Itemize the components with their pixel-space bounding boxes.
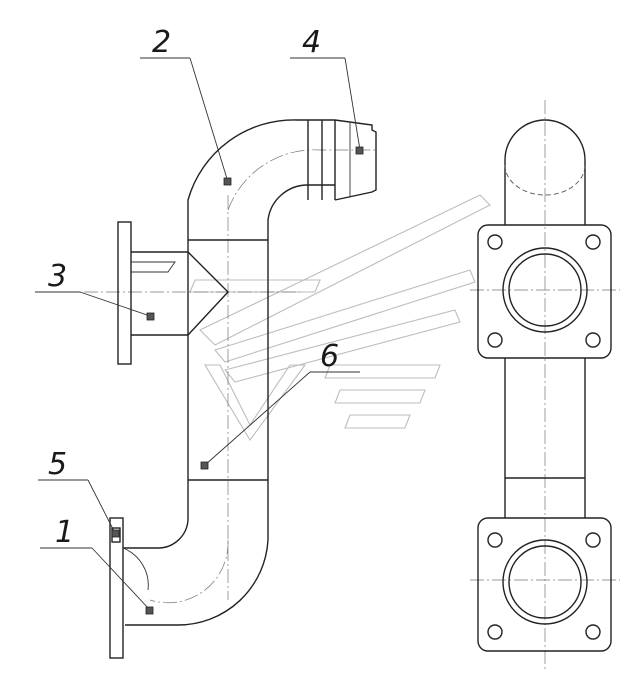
callout-2: 2 <box>152 25 171 60</box>
leader-lines <box>35 57 361 611</box>
pipe-assembly-side-view <box>477 119 612 652</box>
watermark <box>189 194 491 441</box>
centerlines <box>40 100 620 670</box>
callout-5: 5 <box>48 447 67 482</box>
pipe-assembly-front-view <box>109 119 377 659</box>
callout-4: 4 <box>302 25 321 60</box>
leader-markers <box>111 146 364 615</box>
callout-3: 3 <box>48 259 67 294</box>
callout-6: 6 <box>320 339 339 374</box>
callout-1: 1 <box>55 515 74 550</box>
